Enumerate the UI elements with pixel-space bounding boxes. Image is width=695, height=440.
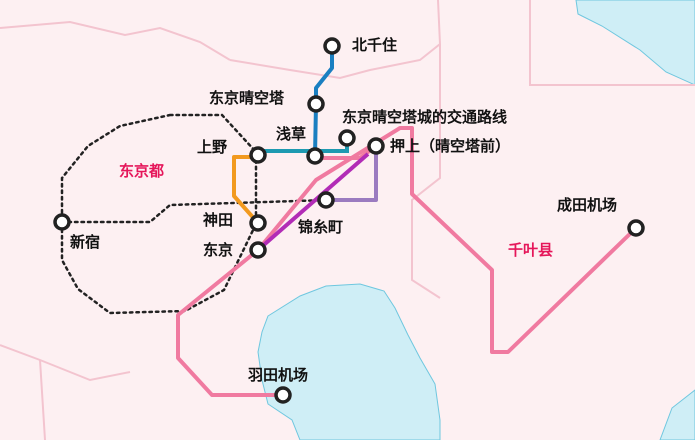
station-marker-shinjuku: [53, 213, 71, 231]
station-marker-kanda: [249, 214, 267, 232]
pacific-water-top: [575, 0, 695, 86]
tobu-skytree-line: [313, 46, 334, 157]
station-marker-kinshicho: [317, 191, 335, 209]
boundary-line: [0, 344, 131, 382]
keisei-access-line: [176, 126, 638, 397]
station-label-narita: 成田机场: [557, 196, 618, 214]
boundary-line: [0, 20, 231, 61]
station-label-tokyo: 东京: [203, 241, 234, 259]
region-label-chiba: 千叶县: [508, 241, 554, 259]
station-label-tokyo-skytree: 东京晴空塔: [209, 89, 285, 107]
boundary-line: [529, 0, 695, 86]
region-label-tokyo: 东京都: [119, 162, 165, 180]
station-marker-tokyo: [249, 241, 267, 259]
station-marker-narita: [627, 219, 645, 237]
station-marker-asakusa: [306, 147, 324, 165]
hanzomon-line: [326, 146, 378, 202]
station-markers: [53, 37, 645, 404]
station-label-kitasenju: 北千住: [352, 36, 398, 54]
pacific-water-bottom: [659, 389, 695, 440]
station-label-skytree-town-route: 东京晴空塔城的交通路线: [342, 108, 508, 126]
station-label-haneda: 羽田机场: [248, 366, 309, 384]
tokyo-bay-water: [257, 283, 441, 440]
oshiage-link-line: [256, 152, 370, 252]
station-label-oshiage: 押上（晴空塔前）: [390, 137, 511, 155]
station-marker-tokyo-skytree: [307, 95, 325, 113]
jr-loop-line: [60, 113, 258, 315]
station-label-asakusa: 浅草: [276, 125, 307, 143]
station-marker-ueno: [249, 146, 267, 164]
station-marker-kitasenju: [323, 37, 341, 55]
station-marker-haneda: [274, 386, 292, 404]
hibiya-line: [232, 155, 260, 225]
station-marker-skytree-town: [338, 129, 356, 147]
station-label-shinjuku: 新宿: [70, 233, 101, 251]
boundary-line: [411, 44, 441, 299]
station-label-kinshicho: 锦糸町: [298, 218, 344, 236]
station-label-kanda: 神田: [203, 211, 234, 229]
station-marker-oshiage: [367, 137, 385, 155]
station-label-ueno: 上野: [197, 138, 228, 156]
chuo-line-dotted: [60, 198, 330, 224]
boundary-line: [39, 359, 46, 440]
